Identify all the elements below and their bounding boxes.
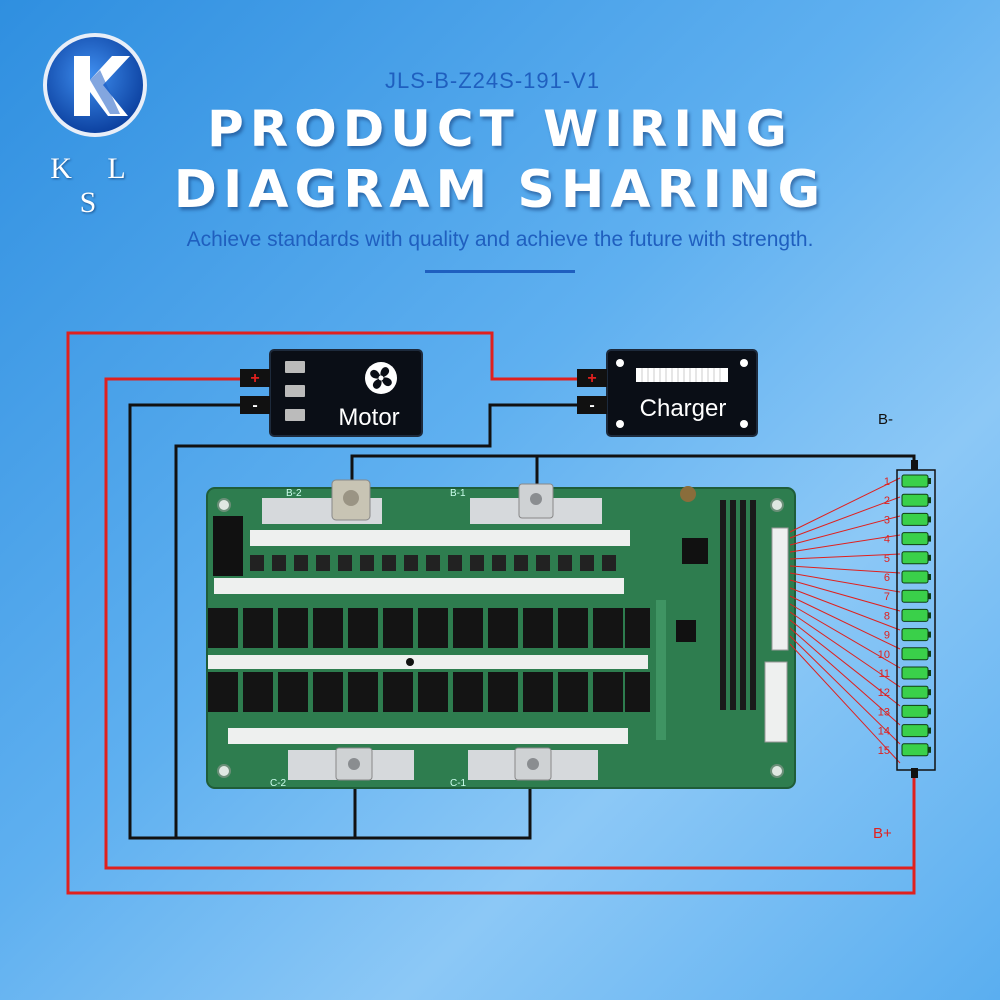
cell-number-label: 9 (884, 630, 890, 642)
motor-plus-terminal (240, 369, 270, 387)
c1-label: C-1 (450, 778, 467, 789)
b-minus-label: B- (878, 411, 893, 428)
motor-minus-label: - (252, 397, 257, 414)
b-plus-label: B+ (873, 825, 892, 842)
charger-minus-terminal (577, 396, 607, 414)
battery-cell: 12 (878, 685, 931, 699)
battery-cell: 15 (878, 743, 931, 757)
battery-cell: 9 (884, 628, 931, 642)
battery-cell: 10 (878, 647, 931, 661)
motor-battery-icons (285, 361, 305, 421)
kls-logo-icon (43, 33, 147, 137)
charger-module: + - Charger (577, 349, 758, 437)
cell-number-label: 15 (878, 745, 890, 757)
page-title-line2: DIAGRAM SHARING (173, 160, 827, 220)
cell-number-label: 4 (884, 534, 890, 546)
battery-cell: 6 (884, 570, 931, 584)
b-minus-wire (350, 454, 916, 490)
page-subtitle: Achieve standards with quality and achie… (186, 228, 814, 251)
motor-plus-label: + (250, 370, 259, 387)
logo-text: K L S (50, 152, 140, 219)
cell-number-label: 6 (884, 572, 890, 584)
battery-cell: 5 (884, 551, 931, 565)
positive-wires (66, 331, 916, 895)
battery-cell: 7 (884, 589, 931, 603)
battery-cell: 1 (884, 474, 931, 488)
motor-positive-wire (104, 377, 914, 870)
battery-cell: 2 (884, 493, 931, 507)
charger-plus-label: + (587, 370, 596, 387)
balance-leads (789, 477, 901, 764)
cell-number-label: 5 (884, 553, 890, 565)
c2-label: C-2 (270, 778, 287, 789)
mosfet-row-bottom (208, 672, 650, 712)
charger-plus-terminal (577, 369, 607, 387)
cell-number-label: 14 (878, 726, 890, 738)
charger-positive-wire (66, 331, 916, 895)
cell-number-label: 8 (884, 610, 890, 622)
model-number: JLS-B-Z24S-191-V1 (385, 68, 601, 93)
b1-label: B-1 (450, 488, 466, 499)
battery-cell: 14 (878, 724, 931, 738)
cell-number-label: 13 (878, 706, 890, 718)
cell-number-label: 10 (878, 649, 890, 661)
cell-number-label: 12 (878, 687, 890, 699)
motor-label: Motor (338, 404, 399, 431)
cell-number-label: 3 (884, 514, 890, 526)
b2-label: B-2 (286, 488, 302, 499)
charger-label: Charger (640, 395, 727, 422)
balance-connector (771, 527, 789, 651)
fan-icon (365, 362, 397, 394)
battery-cell: 11 (879, 666, 931, 680)
cell-number-label: 1 (884, 476, 890, 488)
bms-board: B-2 B-1 (206, 479, 796, 789)
mosfet-row-top (208, 608, 650, 648)
motor-negative-wire (128, 403, 532, 840)
charger-negative-wire (174, 403, 580, 838)
cell-number-label: 7 (884, 591, 890, 603)
battery-cell: 8 (884, 608, 931, 622)
battery-cell: 3 (884, 512, 931, 526)
control-ic (682, 538, 708, 564)
left-connector (213, 516, 243, 576)
title-underline (425, 270, 575, 273)
battery-cell: 4 (884, 532, 931, 546)
page-title-line1: PRODUCT WIRING (207, 100, 793, 158)
charger-minus-label: - (589, 397, 594, 414)
cell-number-label: 2 (884, 495, 890, 507)
cell-number-label: 11 (879, 668, 890, 680)
charge-level-icon (636, 368, 728, 382)
motor-module: + - Motor (240, 349, 423, 437)
battery-cell: 13 (878, 704, 931, 718)
motor-minus-terminal (240, 396, 270, 414)
